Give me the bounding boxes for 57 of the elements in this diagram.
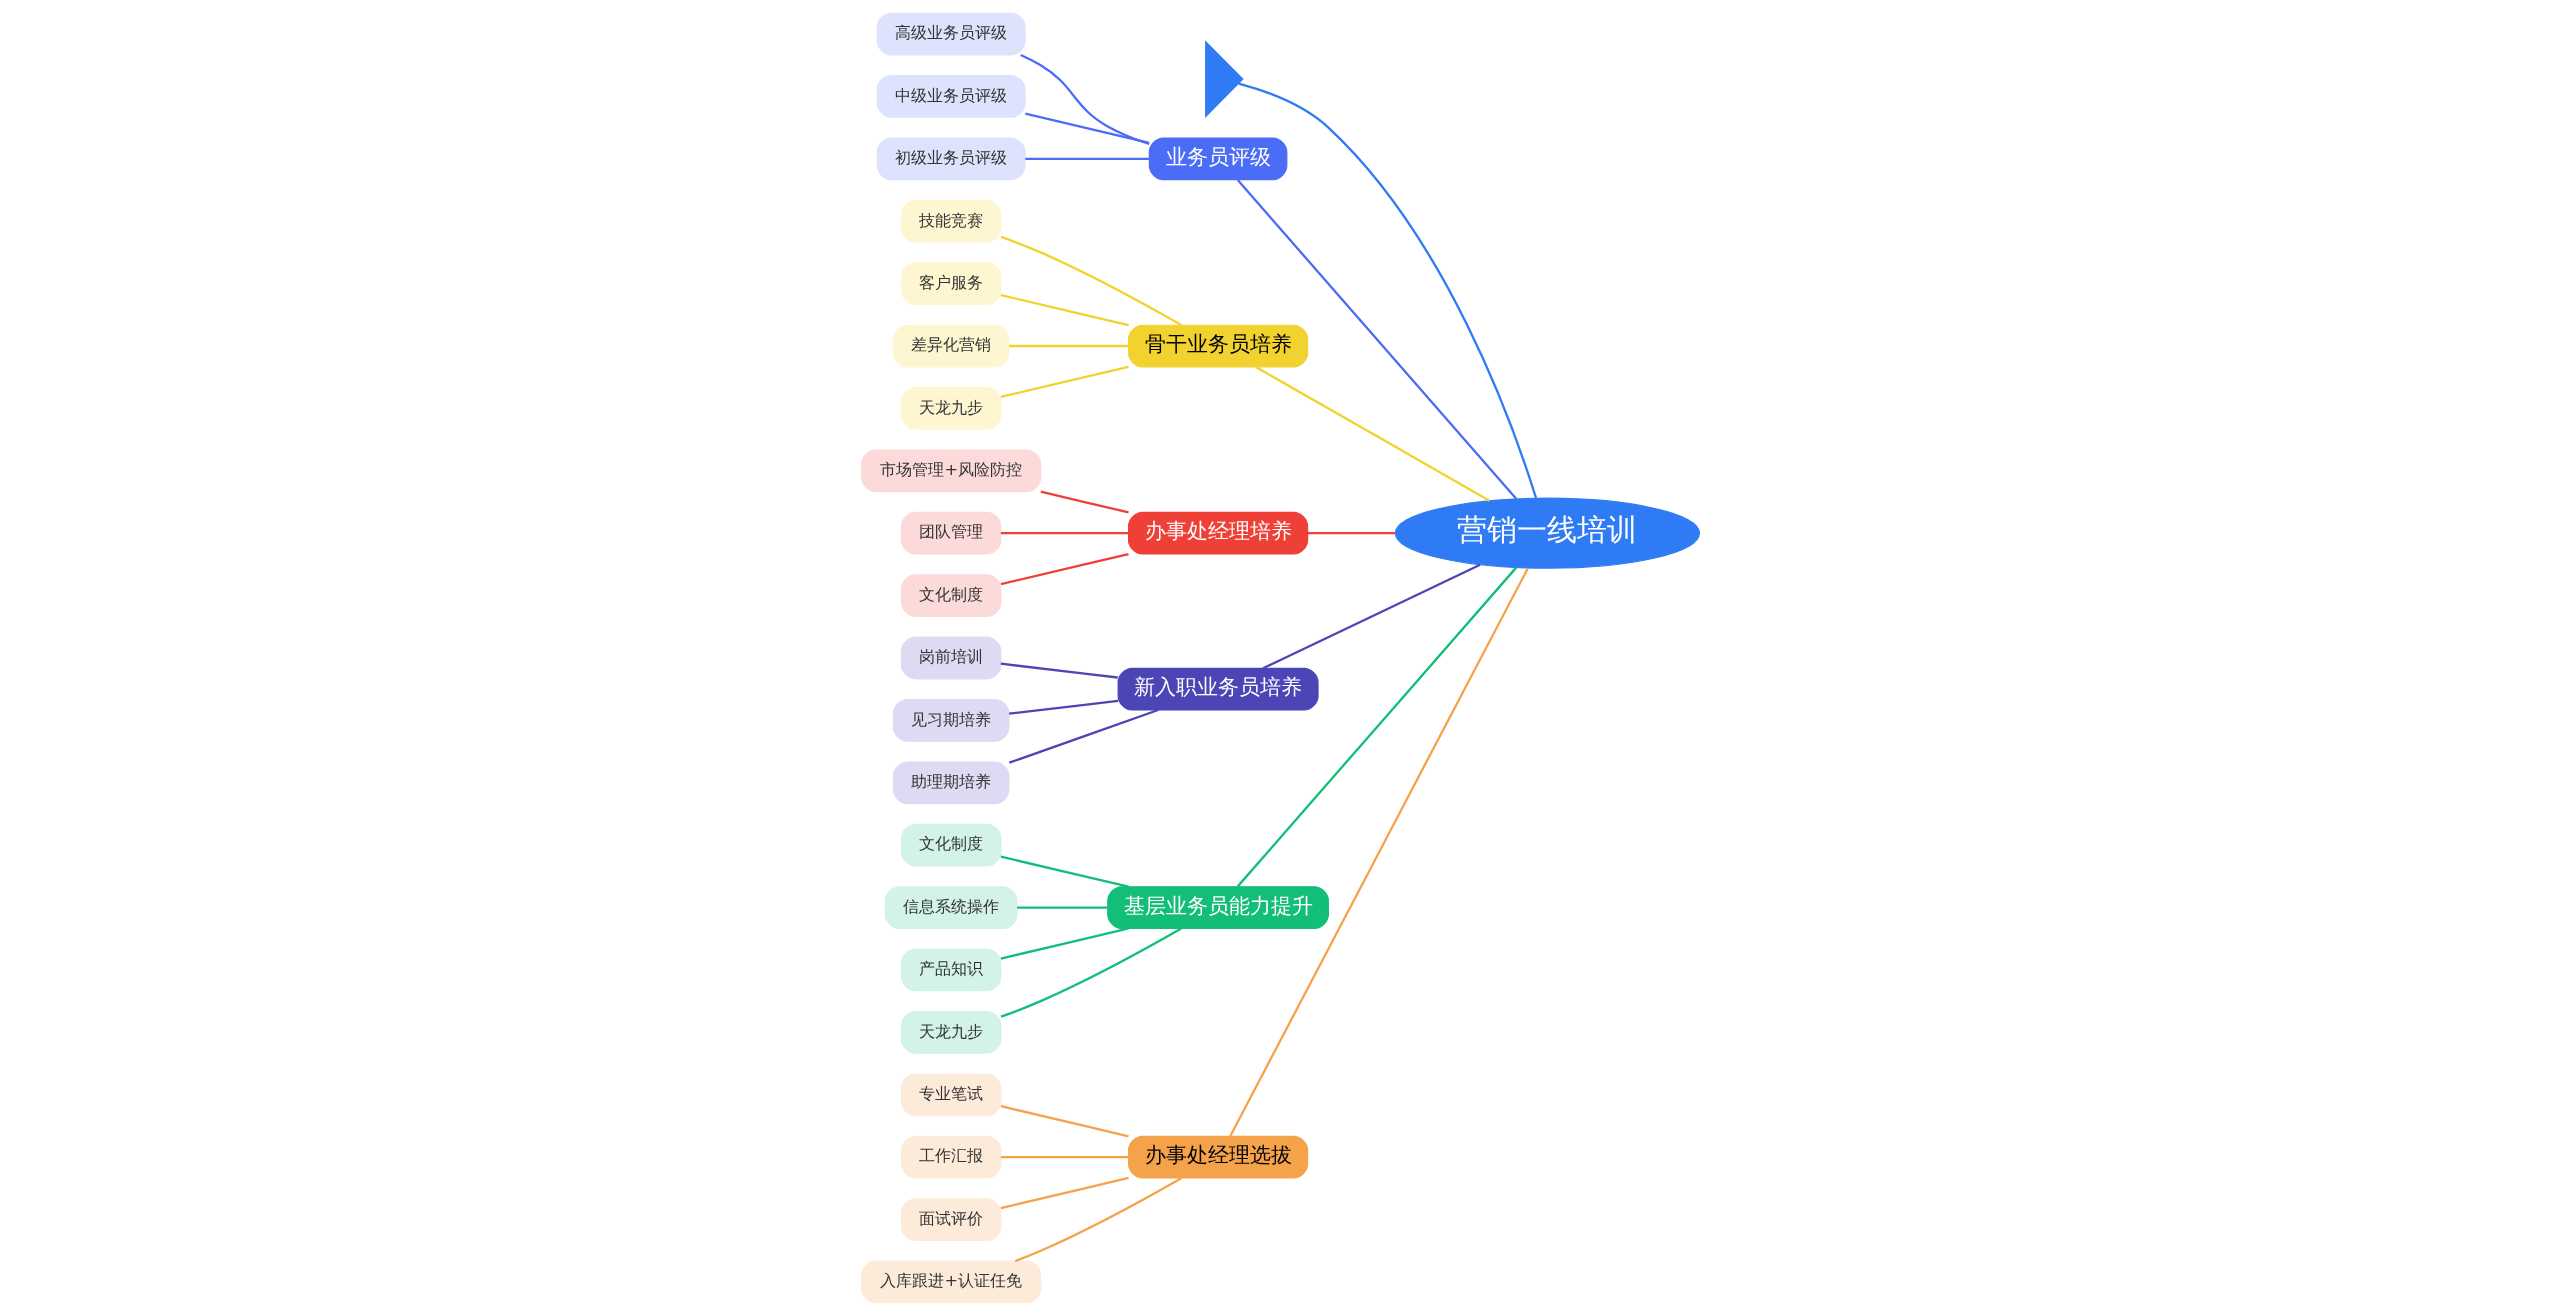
node-box: 工作汇报 — [900, 1135, 1001, 1179]
connector — [1000, 1176, 1129, 1210]
node-box: 中级业务员评级 — [876, 75, 1026, 118]
node-box: 市场管理+风险防控 — [860, 449, 1041, 493]
node-box: 基层业务员能力提升 — [1106, 886, 1329, 929]
connector — [1262, 563, 1481, 670]
node-box: 天龙九步 — [900, 387, 1001, 430]
connector — [1000, 365, 1129, 399]
connector — [1236, 179, 1517, 500]
node-box: 天龙九步 — [900, 1011, 1001, 1054]
connector — [1236, 566, 1517, 888]
connector — [1000, 662, 1118, 679]
connector — [1000, 927, 1182, 1018]
node-box: 办事处经理选拔 — [1127, 1135, 1308, 1179]
connector — [1000, 1105, 1129, 1138]
connector — [1000, 293, 1129, 327]
node-box: 专业笔试 — [900, 1073, 1001, 1117]
node-tail — [1204, 40, 1244, 119]
connector — [1000, 927, 1129, 960]
node-box: 差异化营销 — [892, 324, 1010, 368]
connector — [1254, 365, 1490, 502]
connector — [1000, 235, 1182, 327]
node-box: 团队管理 — [900, 511, 1001, 555]
connector — [1008, 699, 1118, 715]
node-box: 面试评价 — [900, 1198, 1001, 1241]
node-box: 见习期培养 — [892, 699, 1010, 742]
connector — [1237, 82, 1537, 499]
node-box: 高级业务员评级 — [876, 12, 1026, 56]
connector — [1008, 344, 1128, 348]
node-box: 产品知识 — [900, 948, 1001, 992]
connector — [1000, 855, 1129, 888]
connector — [1228, 567, 1529, 1137]
node-box: 信息系统操作 — [884, 886, 1018, 929]
connector — [1014, 1177, 1182, 1263]
node-box: 入库跟进+认证任免 — [860, 1260, 1041, 1304]
node-box: 初级业务员评级 — [876, 137, 1026, 181]
connector — [1000, 532, 1128, 535]
node-box: 文化制度 — [900, 823, 1001, 867]
connector — [1024, 157, 1149, 160]
connector — [1019, 53, 1149, 146]
node-box: 骨干业务员培养 — [1127, 324, 1308, 368]
node-box: 办事处经理培养 — [1127, 511, 1308, 555]
connector — [1000, 552, 1129, 586]
node-box: 文化制度 — [900, 574, 1001, 617]
node-box: 助理期培养 — [892, 761, 1010, 805]
connector — [1000, 1156, 1128, 1159]
node-box: 技能竞赛 — [900, 199, 1001, 243]
node-box: 新入职业务员培养 — [1117, 667, 1319, 711]
node-ellipse: 营销一线培训 — [1394, 497, 1700, 569]
connector — [1008, 708, 1159, 764]
node-box: 业务员评级 — [1148, 137, 1287, 181]
node-box: 客户服务 — [900, 262, 1001, 305]
connector — [1016, 906, 1107, 909]
connector — [1024, 112, 1149, 144]
connector — [1040, 490, 1129, 514]
node-box: 岗前培训 — [900, 636, 1001, 680]
connector — [1307, 532, 1395, 535]
